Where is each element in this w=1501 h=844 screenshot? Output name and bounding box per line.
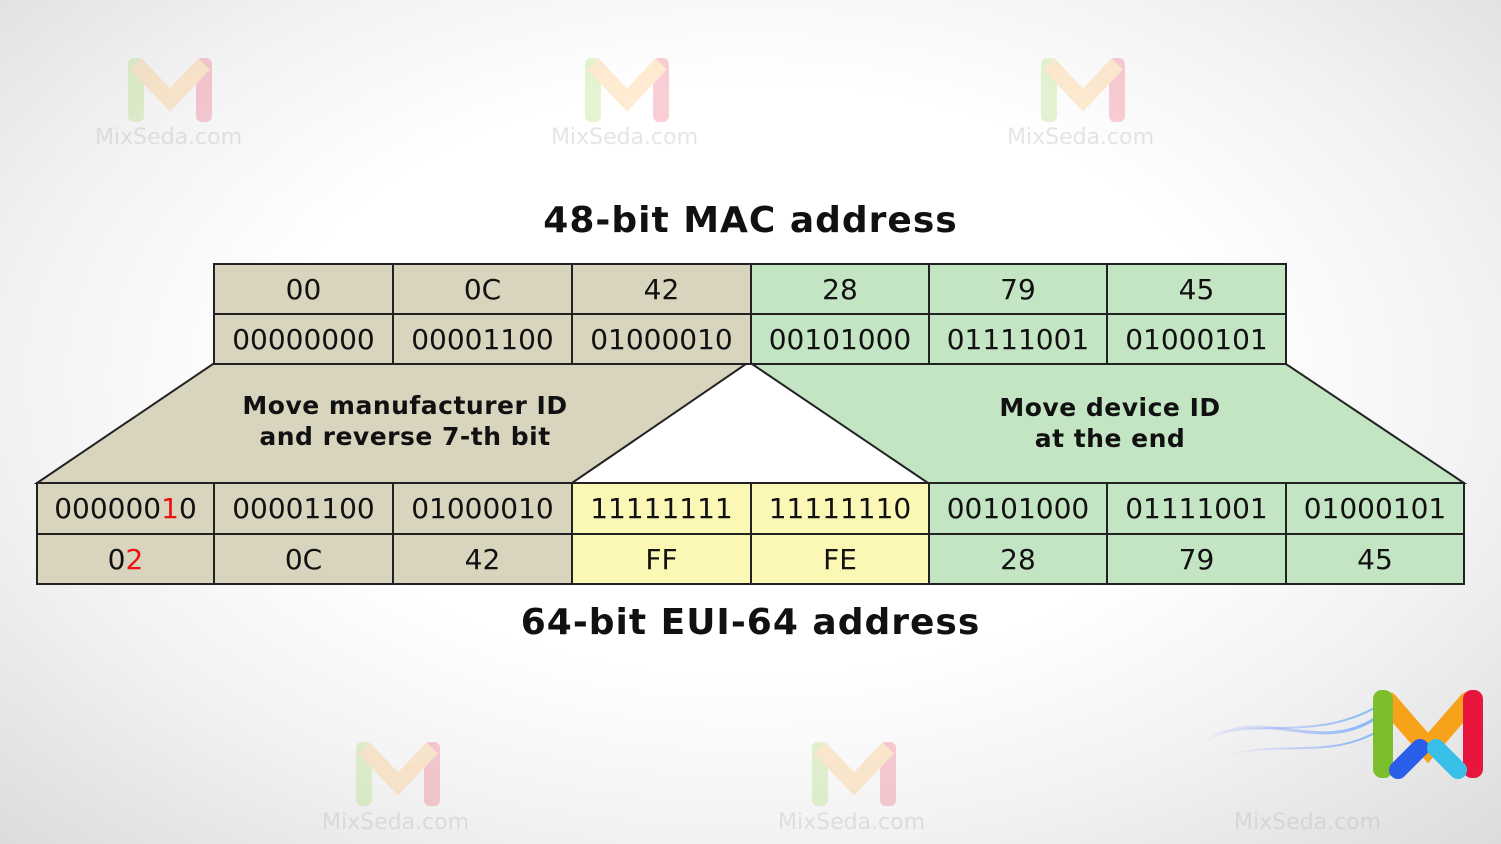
note-line: at the end: [1034, 424, 1186, 453]
eui-bin-cell: 01000101: [1285, 482, 1465, 535]
eui-hex-cell: 45: [1285, 533, 1465, 585]
eui-hex-cell: FE: [750, 533, 930, 585]
mac-bin-cell: 01000010: [571, 313, 752, 365]
bin-prefix: 000000: [54, 492, 162, 525]
eui-bin-cell: 00101000: [928, 482, 1108, 535]
eui-hex-cell: 28: [928, 533, 1108, 585]
bin-suffix: 0: [178, 492, 197, 525]
hex-prefix: 0: [107, 542, 126, 576]
eui-hex-cell: 79: [1106, 533, 1287, 585]
watermark-logos: [128, 58, 1125, 806]
eui-title: 64-bit EUI-64 address: [520, 602, 981, 643]
eui-hex-cell: 0C: [213, 533, 394, 585]
note-line: and reverse 7-th bit: [259, 422, 551, 451]
eui-hex-cell: FF: [571, 533, 752, 585]
mac-bin-cell: 01000101: [1106, 313, 1287, 365]
manufacturer-note: Move manufacturer ID and reverse 7-th bi…: [200, 390, 610, 452]
note-line: Move device ID: [999, 393, 1221, 422]
device-note: Move device ID at the end: [920, 392, 1300, 454]
eui-bin-cell: 00001100: [213, 482, 394, 535]
mac-hex-cell: 79: [928, 263, 1108, 315]
flipped-digit: 2: [125, 542, 144, 576]
note-line: Move manufacturer ID: [242, 391, 568, 420]
flipped-bit: 1: [161, 492, 179, 525]
eui-hex-cell: 42: [392, 533, 573, 585]
eui-bin-cell: 01111001: [1106, 482, 1287, 535]
insertion-triangle: [574, 366, 926, 483]
mac-title: 48-bit MAC address: [543, 200, 958, 241]
mac-hex-cell: 00: [213, 263, 394, 315]
